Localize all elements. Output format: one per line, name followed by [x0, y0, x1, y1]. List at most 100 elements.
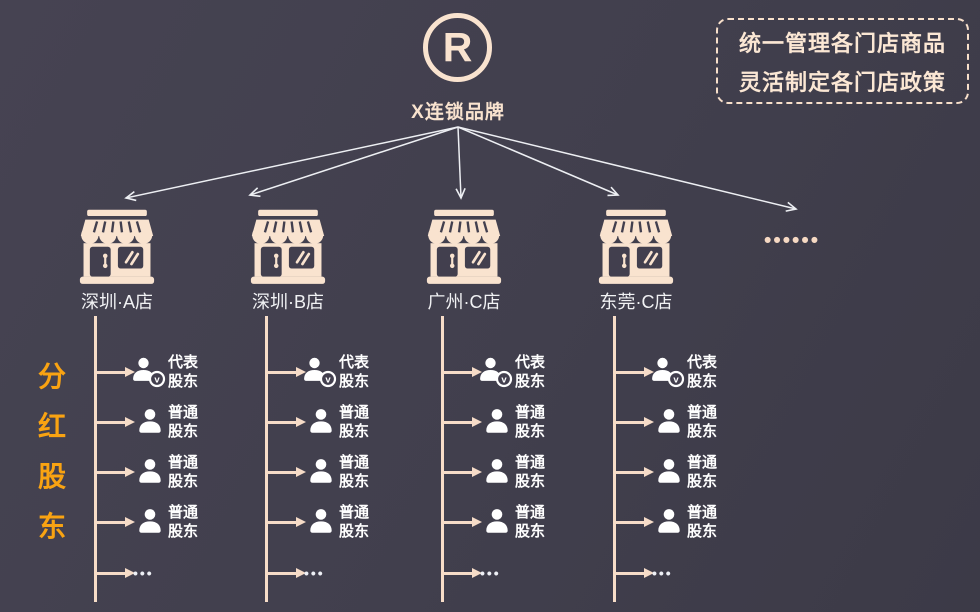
branch-arrow	[97, 517, 135, 527]
shareholder-row: 普通股东	[266, 452, 396, 492]
branch-arrow	[444, 467, 482, 477]
vip-user-icon: v	[304, 357, 337, 388]
branch-arrow	[616, 568, 654, 578]
more-shareholders-dots: •••	[304, 565, 325, 581]
branch-arrow	[97, 568, 135, 578]
more-shareholders-dots: •••	[133, 565, 154, 581]
role-label: 代表股东	[168, 354, 199, 390]
role-label: 普通股东	[515, 504, 546, 540]
shareholder-line	[94, 316, 97, 602]
policy-note-line-2: 灵活制定各门店政策	[738, 69, 946, 95]
brand-name: X连锁品牌	[411, 102, 505, 123]
more-shareholders-row: •••	[442, 553, 572, 593]
branch-arrow	[616, 467, 654, 477]
branch-arrow	[616, 367, 654, 377]
user-icon	[486, 409, 508, 433]
brand-symbol: R	[442, 24, 473, 70]
storefront-icon	[79, 209, 155, 284]
brand-arrow-store-2	[248, 126, 459, 198]
shareholder-line	[265, 316, 268, 602]
branch-arrow	[616, 517, 654, 527]
role-label: 普通股东	[339, 454, 370, 490]
more-shareholders-row: •••	[614, 553, 744, 593]
role-label: 普通股东	[339, 504, 370, 540]
user-icon	[139, 409, 161, 433]
role-label: 代表股东	[515, 354, 546, 390]
storefront-icon	[598, 209, 674, 284]
role-label: 普通股东	[339, 404, 370, 440]
shareholder-row: 普通股东	[95, 502, 225, 542]
role-label: 普通股东	[687, 454, 718, 490]
svg-text:v: v	[325, 375, 331, 386]
branch-arrow	[268, 517, 306, 527]
policy-note-line-1: 统一管理各门店商品	[738, 30, 946, 56]
user-icon	[310, 409, 332, 433]
shareholder-row: v 代表股东	[442, 352, 572, 392]
branch-arrow	[444, 367, 482, 377]
store-name: 深圳·A店	[81, 292, 153, 312]
svg-text:v: v	[154, 375, 160, 386]
role-label: 普通股东	[168, 454, 199, 490]
user-icon	[310, 509, 332, 533]
policy-note-box: 统一管理各门店商品 灵活制定各门店政策	[716, 18, 969, 104]
role-label: 普通股东	[168, 504, 199, 540]
user-icon	[486, 459, 508, 483]
role-label: 普通股东	[168, 404, 199, 440]
vip-user-icon: v	[652, 357, 685, 388]
dividend-label-char-2: 红	[37, 411, 66, 442]
store-name: 广州·C店	[427, 292, 501, 312]
dividend-label-char-3: 股	[37, 461, 66, 492]
more-shareholders-row: •••	[95, 553, 225, 593]
branch-arrow	[444, 417, 482, 427]
more-shareholders-dots: •••	[652, 565, 673, 581]
more-shareholders-dots: •••	[480, 565, 501, 581]
user-icon	[658, 509, 680, 533]
store-name: 深圳·B店	[252, 292, 324, 312]
branch-arrow	[268, 367, 306, 377]
store-name: 东莞·C店	[599, 292, 673, 312]
more-stores-ellipsis: ••••••	[764, 229, 821, 252]
shareholder-row: 普通股东	[614, 402, 744, 442]
shareholder-row: 普通股东	[442, 502, 572, 542]
dividend-label-char-4: 东	[37, 511, 66, 542]
branch-arrow	[268, 568, 306, 578]
shareholder-line	[613, 316, 616, 602]
branch-arrow	[444, 517, 482, 527]
role-label: 代表股东	[339, 354, 370, 390]
shareholder-row: v 代表股东	[266, 352, 396, 392]
registered-trademark-icon: R	[423, 13, 492, 82]
vip-user-icon: v	[480, 357, 513, 388]
shareholder-row: 普通股东	[266, 402, 396, 442]
role-label: 普通股东	[687, 504, 718, 540]
shareholder-row: v 代表股东	[95, 352, 225, 392]
dividend-label-char-1: 分	[37, 361, 66, 392]
branch-arrow	[616, 417, 654, 427]
branch-arrow	[97, 467, 135, 477]
shareholder-row: 普通股东	[95, 402, 225, 442]
user-icon	[486, 509, 508, 533]
branch-arrow	[268, 467, 306, 477]
user-icon	[658, 459, 680, 483]
branch-arrow	[268, 417, 306, 427]
brand-arrow-store-4	[457, 126, 620, 197]
brand-arrow-more	[457, 126, 798, 212]
shareholder-row: 普通股东	[614, 452, 744, 492]
role-label: 普通股东	[515, 454, 546, 490]
storefront-icon	[426, 209, 502, 284]
shareholder-row: 普通股东	[266, 502, 396, 542]
storefront-icon	[250, 209, 326, 284]
branch-arrow	[97, 417, 135, 427]
shareholder-row: 普通股东	[442, 402, 572, 442]
vip-user-icon: v	[133, 357, 166, 388]
role-label: 普通股东	[515, 404, 546, 440]
branch-arrow	[444, 568, 482, 578]
role-label: 代表股东	[687, 354, 718, 390]
more-shareholders-row: •••	[266, 553, 396, 593]
user-icon	[139, 509, 161, 533]
svg-text:v: v	[673, 375, 679, 386]
brand-arrow-store-3	[455, 126, 466, 200]
user-icon	[139, 459, 161, 483]
shareholder-line	[441, 316, 444, 602]
